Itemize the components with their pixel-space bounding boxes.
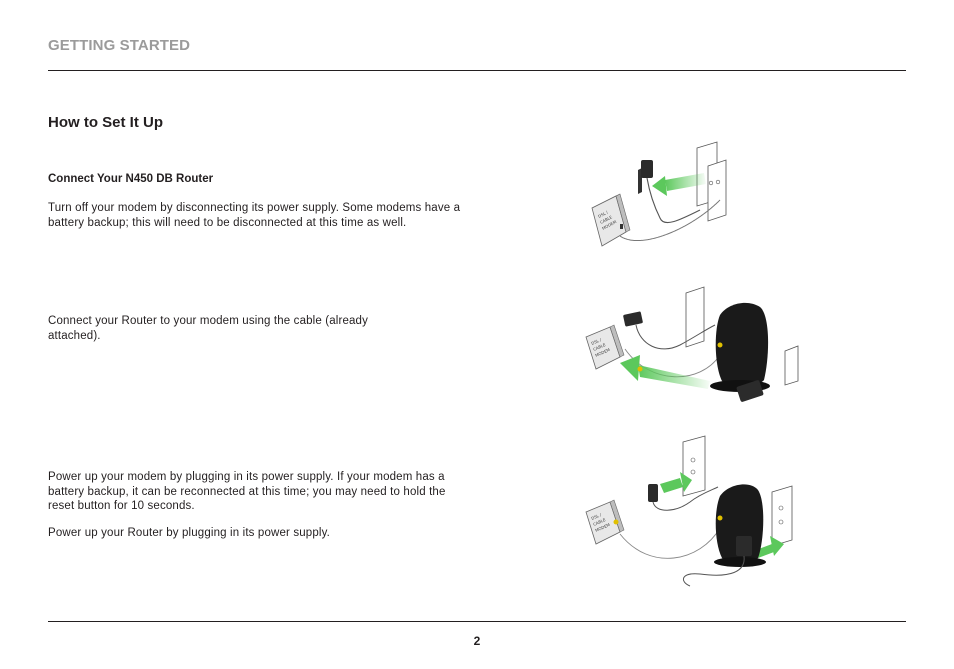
step-1-text: Turn off your modem by disconnecting its… <box>48 202 461 229</box>
router <box>715 302 769 387</box>
svg-text:CABLE: CABLE <box>592 342 606 352</box>
section-title: GETTING STARTED <box>48 37 191 54</box>
svg-text:MODEM: MODEM <box>594 522 611 533</box>
svg-text:DSL /: DSL / <box>590 512 602 521</box>
connect-cable-illustration: DSL / CABLE MODEM <box>585 286 799 402</box>
page-heading: How to Set It Up <box>48 114 163 131</box>
unplug-modem-illustration: DSL / CABLE MODEM <box>591 141 727 247</box>
svg-text:CABLE: CABLE <box>599 214 613 225</box>
page-number: 2 <box>473 634 481 648</box>
step-3b-text: Power up your Router by plugging in its … <box>48 527 330 539</box>
footer-divider <box>48 621 906 622</box>
step-3-text: Power up your modem by plugging in its p… <box>48 471 446 512</box>
svg-text:CABLE: CABLE <box>592 517 606 527</box>
step-1-subheading: Connect Your N450 DB Router <box>48 173 214 185</box>
svg-text:DSL /: DSL / <box>590 337 602 346</box>
modem-label: DSL / <box>597 209 609 219</box>
header-divider <box>48 70 906 71</box>
step-2-text: Connect your Router to your modem using … <box>48 315 369 342</box>
power-up-illustration: DSL / CABLE MODEM <box>585 435 793 587</box>
svg-text:MODEM: MODEM <box>594 347 611 358</box>
